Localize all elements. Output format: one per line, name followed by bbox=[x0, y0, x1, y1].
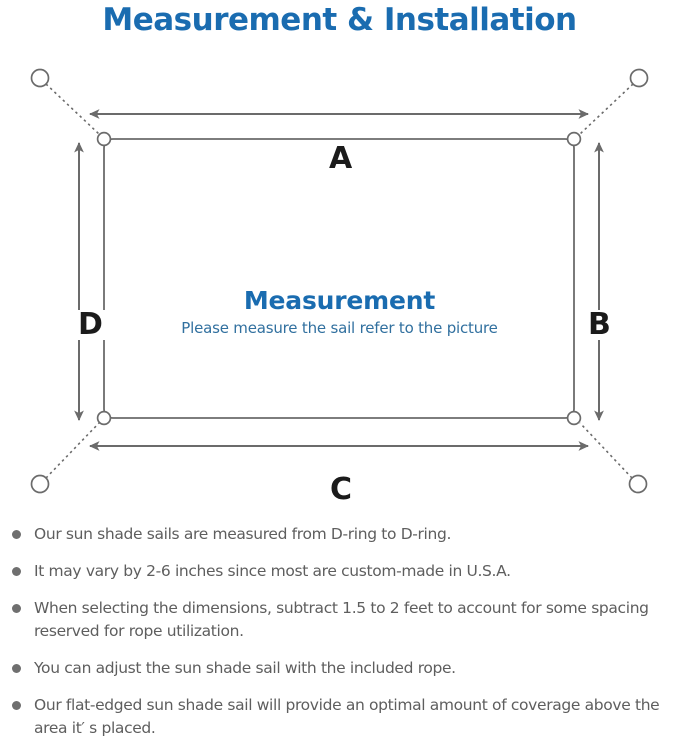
bullet-icon bbox=[12, 530, 21, 539]
list-item: It may vary by 2-6 inches since most are… bbox=[0, 560, 679, 583]
anchor-point-bottom-right bbox=[628, 474, 648, 494]
note-text: Our sun shade sails are measured from D-… bbox=[34, 525, 452, 543]
list-item: You can adjust the sun shade sail with t… bbox=[0, 657, 679, 680]
anchor-point-top-right bbox=[629, 68, 649, 88]
note-text: When selecting the dimensions, subtract … bbox=[34, 599, 649, 640]
sail-center-caption: Measurement Please measure the sail refe… bbox=[0, 286, 679, 340]
bullet-icon bbox=[12, 701, 21, 710]
d-ring-bottom-left bbox=[96, 410, 112, 426]
list-item: Our flat-edged sun shade sail will provi… bbox=[0, 694, 679, 740]
note-text: You can adjust the sun shade sail with t… bbox=[34, 659, 456, 677]
sun-shade-sail-measurement-diagram: A B C D Measurement Please measure the s… bbox=[0, 46, 679, 516]
sail-outline bbox=[103, 138, 575, 419]
d-ring-top-right bbox=[566, 131, 582, 147]
d-ring-bottom-right bbox=[566, 410, 582, 426]
dimension-label-c: C bbox=[323, 475, 360, 505]
measurement-subtext: Please measure the sail refer to the pic… bbox=[181, 319, 498, 337]
rope-lines bbox=[45, 83, 634, 479]
dimension-label-d: D bbox=[71, 310, 110, 340]
notes-list: Our sun shade sails are measured from D-… bbox=[0, 523, 679, 754]
anchor-point-top-left bbox=[30, 68, 50, 88]
anchor-point-bottom-left bbox=[30, 474, 50, 494]
measurement-heading: Measurement bbox=[243, 286, 436, 315]
bullet-icon bbox=[12, 664, 21, 673]
bullet-icon bbox=[12, 567, 21, 576]
dimension-label-a: A bbox=[322, 144, 360, 174]
list-item: When selecting the dimensions, subtract … bbox=[0, 597, 679, 643]
page-title: Measurement & Installation bbox=[102, 2, 577, 38]
bullet-icon bbox=[12, 604, 21, 613]
dimension-label-b: B bbox=[581, 310, 618, 340]
anchor-points bbox=[30, 68, 649, 494]
d-rings bbox=[96, 131, 582, 426]
note-text: It may vary by 2-6 inches since most are… bbox=[34, 562, 511, 580]
d-ring-top-left bbox=[96, 131, 112, 147]
note-text: Our flat-edged sun shade sail will provi… bbox=[34, 696, 660, 737]
list-item: Our sun shade sails are measured from D-… bbox=[0, 523, 679, 546]
